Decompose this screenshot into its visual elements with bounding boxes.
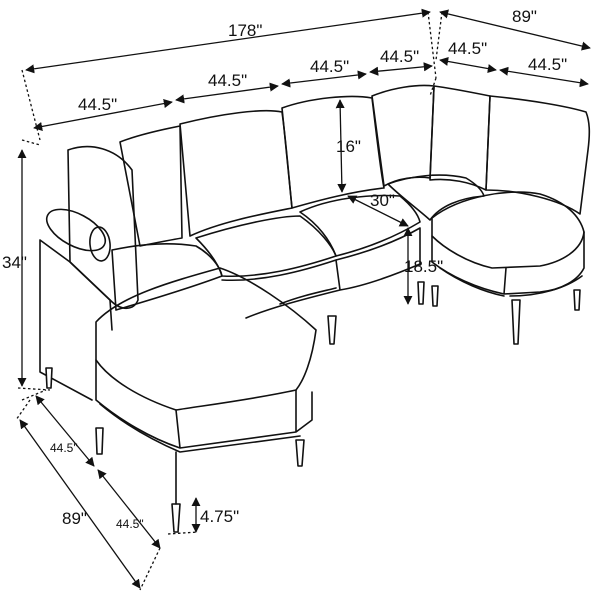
dimension-labels: 178" 89" 44.5" 44.5" 44.5" 44.5" 44.5" 4… — [2, 7, 567, 531]
leg-middle — [327, 315, 337, 345]
label-back-height: 16" — [336, 137, 361, 156]
leg-chaise-right — [295, 439, 305, 467]
chaise-skirt — [99, 403, 301, 453]
left-arm-side — [39, 239, 113, 401]
back-cushion-left — [119, 125, 183, 247]
label-seat-depth: 30" — [370, 191, 395, 210]
label-seat-2: 44.5" — [208, 71, 247, 90]
dimension-lines — [15, 8, 591, 591]
leg-center — [417, 281, 425, 305]
right-seat-cushion — [431, 191, 585, 269]
leg-right-back — [573, 289, 581, 311]
dim-line-right-seat — [499, 66, 589, 88]
dim-line-seat-2 — [175, 82, 279, 104]
dim-line-seat-depth — [347, 195, 409, 227]
label-seat-4: 44.5" — [380, 47, 419, 66]
dim-line-back-height — [335, 99, 347, 193]
label-right-seat: 44.5" — [528, 55, 567, 74]
label-right-depth: 89" — [512, 7, 537, 26]
leg-right-front — [511, 299, 521, 345]
label-seat-1: 44.5" — [78, 95, 117, 114]
back-cushion-right — [485, 95, 591, 215]
leg-left-back — [45, 367, 53, 389]
corner-seat-cushion — [387, 174, 485, 221]
sofa-drawing — [39, 84, 591, 533]
seat-cushion-3 — [299, 194, 421, 257]
dim-line-chaise-lower — [97, 469, 161, 549]
chaise-cushion — [95, 267, 317, 411]
label-overall-height: 34" — [2, 253, 27, 272]
right-seat-base — [431, 231, 585, 295]
label-leg-height: 4.75" — [200, 507, 239, 526]
dim-line-right-depth — [439, 9, 591, 51]
label-seat-3: 44.5" — [310, 57, 349, 76]
back-cushion-2 — [179, 109, 293, 237]
dim-line-seat-3 — [281, 70, 367, 88]
bolster-pillow-end — [89, 226, 111, 262]
chaise-base — [95, 359, 313, 449]
dim-line-seat-4 — [369, 62, 433, 76]
bolster-pillow — [45, 208, 107, 252]
leg-corner — [431, 285, 439, 307]
dim-line-seat-1 — [33, 99, 173, 131]
label-left-depth: 89" — [62, 509, 87, 528]
left-arm — [67, 145, 139, 310]
right-seat-skirt — [439, 267, 583, 297]
seat-base-front — [221, 227, 421, 319]
back-cushion-4 — [371, 84, 435, 187]
dim-line-total-width — [25, 8, 431, 74]
label-chaise-upper: 44.5" — [50, 441, 78, 455]
seat-skirt-line — [279, 287, 337, 305]
label-total-width: 178" — [228, 21, 262, 40]
back-cushion-3 — [281, 95, 385, 209]
label-corner-seat: 44.5" — [448, 39, 487, 58]
dim-line-corner-seat — [439, 56, 497, 74]
dim-line-chaise-upper — [35, 395, 95, 467]
leg-chaise-front — [171, 503, 181, 533]
dim-line-left-depth — [19, 419, 141, 589]
label-seat-height: 18.5" — [404, 257, 443, 276]
leg-left-front — [95, 427, 104, 455]
label-chaise-lower: 44.5" — [116, 517, 144, 531]
